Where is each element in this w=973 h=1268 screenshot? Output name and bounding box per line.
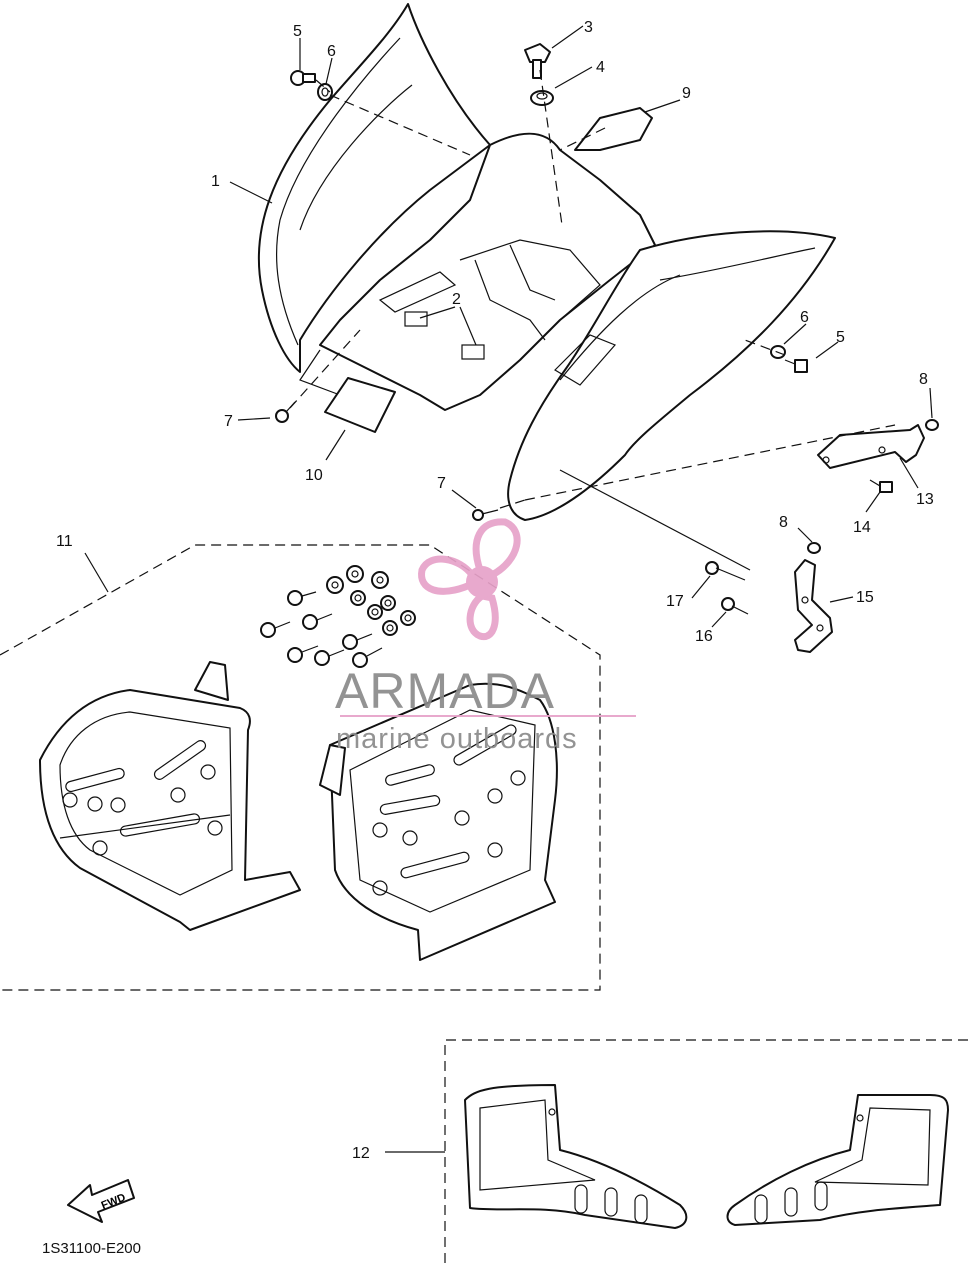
callout-12: 12 <box>352 1145 370 1162</box>
bolt-5-top <box>290 70 316 86</box>
kit-11-outline <box>0 544 601 991</box>
callout-1: 1 <box>211 173 220 190</box>
callout-16: 16 <box>695 628 713 645</box>
callout-7-lower: 7 <box>437 475 446 492</box>
callout-5-right: 5 <box>836 329 845 346</box>
bracket-15 <box>794 542 833 653</box>
diagram-code: 1S31100-E200 <box>42 1240 141 1257</box>
callout-6-right: 6 <box>800 309 809 326</box>
bolt-5-right <box>784 359 808 373</box>
callout-17: 17 <box>666 593 684 610</box>
callout-3: 3 <box>584 19 593 36</box>
footrest-guard-left <box>39 661 301 931</box>
watermark-tagline: marine outboards <box>336 723 578 755</box>
assembly-lines <box>289 69 896 571</box>
screw-7-lower <box>472 509 499 521</box>
fastener-cluster <box>260 565 416 668</box>
bracket-13 <box>817 419 939 469</box>
callout-2: 2 <box>452 291 461 308</box>
callout-13: 13 <box>916 491 934 508</box>
callout-8-upper: 8 <box>919 371 928 388</box>
part-9-plate <box>574 107 653 151</box>
callout-10: 10 <box>305 467 323 484</box>
watermark-brand: ARMADA <box>335 663 555 719</box>
washer-6-top <box>317 83 333 101</box>
callout-6-top: 6 <box>327 43 336 60</box>
bolt-14 <box>869 479 893 493</box>
footrest-guard-right <box>319 682 558 961</box>
callout-labels: 1 2 3 4 5 6 5 6 7 7 8 8 9 10 11 12 13 14… <box>56 19 934 1162</box>
callout-4: 4 <box>596 59 605 76</box>
guard-12-left <box>464 1084 688 1229</box>
callout-14: 14 <box>853 519 871 536</box>
bolt-17 <box>705 561 746 581</box>
callout-5-top: 5 <box>293 23 302 40</box>
callout-7-left: 7 <box>224 413 233 430</box>
callout-11: 11 <box>56 533 73 550</box>
callout-8-lower: 8 <box>779 514 788 531</box>
leader-lines <box>84 25 933 1153</box>
propeller-logo-icon <box>418 518 521 641</box>
guard-12-right <box>726 1094 949 1226</box>
part-10-plate <box>324 377 396 433</box>
callout-9: 9 <box>682 85 691 102</box>
bolt-16 <box>721 597 749 615</box>
fwd-arrow-icon: FWD <box>67 1179 135 1223</box>
callout-15: 15 <box>856 589 874 606</box>
front-fender <box>257 3 836 521</box>
grommet-4 <box>530 90 554 106</box>
bolt-3 <box>524 43 551 79</box>
watermark: ARMADA marine outboards <box>335 518 636 755</box>
